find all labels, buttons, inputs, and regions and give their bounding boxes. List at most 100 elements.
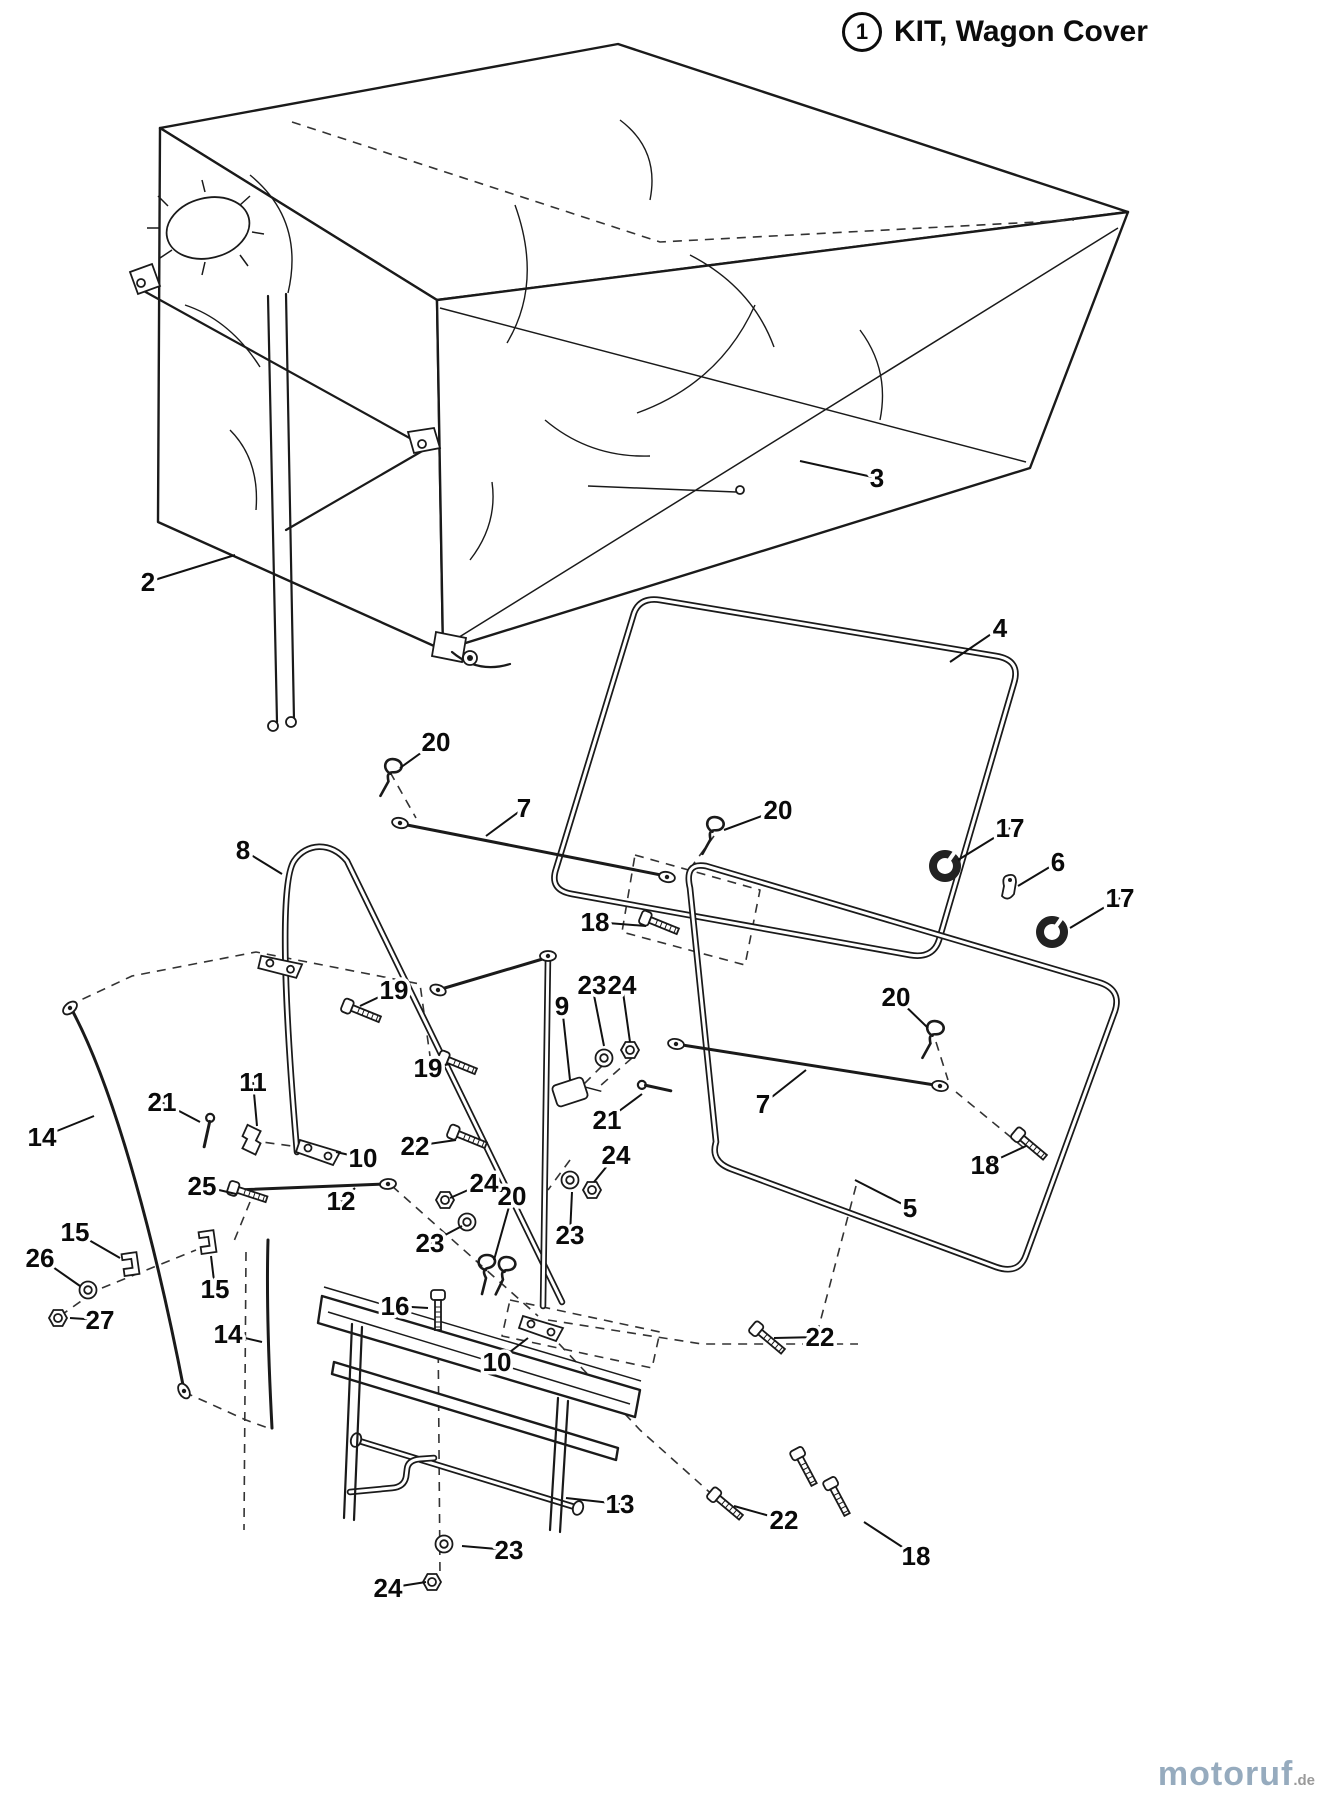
- callout-leader: [949, 627, 1001, 663]
- part-callout: 12: [327, 1186, 356, 1216]
- washer-23: [457, 1212, 477, 1232]
- part-callout: 3: [870, 463, 884, 493]
- callout-leader: [773, 1336, 821, 1339]
- part-callout: 4: [993, 613, 1008, 643]
- callout-leader: [493, 1195, 513, 1261]
- part-callout: 18: [971, 1150, 1000, 1180]
- screw-22: [704, 1485, 747, 1524]
- callout-leader: [569, 1191, 573, 1236]
- callout-leader: [485, 807, 525, 837]
- screw-16: [430, 1289, 446, 1331]
- callout-leader: [210, 1255, 216, 1290]
- rod-12: [234, 1182, 388, 1192]
- part-callout: 18: [902, 1541, 931, 1571]
- nut-24: [435, 1191, 455, 1209]
- rod-end-eyelet: [539, 950, 557, 962]
- rod-end-eyelet: [390, 815, 410, 831]
- washer-23: [560, 1170, 580, 1190]
- rod-end-eyelet: [174, 1380, 194, 1402]
- frame-bail-4: [551, 596, 1019, 959]
- callout-leader: [227, 1333, 263, 1343]
- callout-leader: [565, 1497, 621, 1505]
- kit-title-label: KIT, Wagon Cover: [894, 15, 1148, 48]
- part-callout: 17: [996, 813, 1025, 843]
- wagon-cover-drawing: [128, 42, 1130, 732]
- cover-support-frame: [128, 262, 442, 732]
- part-callout: 15: [201, 1274, 230, 1304]
- callout-leader: [799, 460, 878, 479]
- callout-leader: [594, 921, 647, 927]
- part-callout: 21: [148, 1087, 177, 1117]
- washer-23: [594, 1048, 614, 1068]
- part-callout: 9: [555, 991, 569, 1021]
- rod-end-eyelet: [427, 981, 449, 999]
- callout-leader: [387, 1581, 427, 1589]
- grommet-17: [929, 850, 962, 882]
- rod-end-eyelet: [378, 1177, 398, 1191]
- part-callout: 6: [1051, 847, 1065, 877]
- part-callout: 24: [374, 1573, 403, 1603]
- callout-leader: [41, 1115, 95, 1138]
- nut-24: [620, 1041, 640, 1059]
- part-callout: 22: [806, 1322, 835, 1352]
- part-callout: 10: [483, 1347, 512, 1377]
- part-callout: 10: [349, 1143, 378, 1173]
- washer-26: [78, 1280, 98, 1300]
- callout-leader: [359, 989, 395, 1007]
- nut-27: [48, 1309, 68, 1327]
- callout-leader: [733, 1505, 785, 1521]
- callout-leader: [895, 996, 929, 1029]
- r-pin-20: [375, 755, 405, 801]
- hinge-bracket-10-lower: [518, 1315, 564, 1342]
- kit-number-badge: 1: [842, 12, 882, 52]
- callout-leader: [427, 1063, 451, 1069]
- part-callout: 13: [606, 1489, 635, 1519]
- callout-leader: [74, 1231, 121, 1259]
- bent-rod: [346, 1454, 438, 1496]
- callout-leader: [429, 1225, 463, 1244]
- callout-leader: [957, 827, 1011, 861]
- clip-15: [197, 1229, 218, 1255]
- rod-end-eyelet: [657, 869, 677, 885]
- cover-hole: [147, 179, 265, 276]
- part-callout: 22: [770, 1505, 799, 1535]
- rod-end-eyelet: [59, 998, 81, 1018]
- clip-11: [241, 1123, 262, 1156]
- part-callout: 15: [61, 1217, 90, 1247]
- link-rod-7-lower: [674, 1042, 943, 1088]
- clip-6: [1001, 873, 1017, 900]
- callout-leader: [863, 1521, 917, 1557]
- part-callout: 8: [236, 835, 250, 865]
- part-callout: 19: [380, 975, 409, 1005]
- part-callout: 2: [141, 567, 155, 597]
- pin-21: [634, 1070, 673, 1107]
- watermark-tld: .de: [1293, 1772, 1315, 1789]
- callout-leader: [147, 554, 236, 583]
- part-callout: 5: [903, 1193, 917, 1223]
- part-callout: 23: [578, 970, 607, 1000]
- bolt-18: [1008, 1125, 1051, 1164]
- washer-23: [434, 1534, 454, 1554]
- callout-leader: [984, 1145, 1027, 1166]
- nut-24: [582, 1181, 602, 1199]
- part-callout: 26: [26, 1243, 55, 1273]
- diagram-title: 1 KIT, Wagon Cover: [842, 12, 1148, 52]
- rod-14-right: [265, 1238, 274, 1430]
- pin-21: [188, 1110, 225, 1149]
- part-callout: 17: [1106, 883, 1135, 913]
- cover-latch: [430, 630, 512, 669]
- fitting-9: [551, 1076, 602, 1108]
- part-callout: 20: [764, 795, 793, 825]
- part-callout: 24: [608, 970, 637, 1000]
- callout-leader: [591, 984, 605, 1047]
- part-callout: 14: [214, 1319, 243, 1349]
- part-callout: 18: [581, 907, 610, 937]
- callout-leader: [252, 1081, 258, 1127]
- part-callout: 16: [381, 1291, 410, 1321]
- callout-leader: [561, 1005, 571, 1081]
- bolt-18: [821, 1474, 855, 1519]
- part-callout: 25: [188, 1171, 217, 1201]
- callout-leader: [242, 849, 283, 875]
